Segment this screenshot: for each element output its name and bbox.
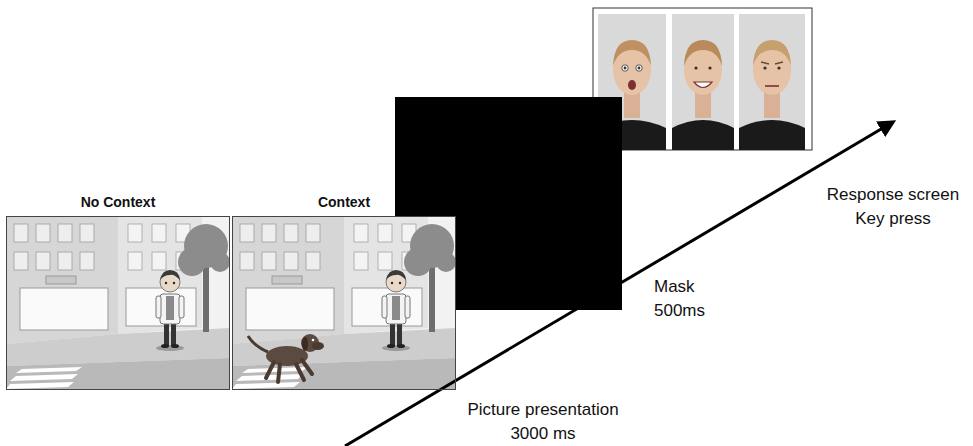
panel-heading-row: Context [233, 193, 455, 211]
picture-panel: Context [232, 216, 456, 390]
panel-heading: No Context [81, 194, 156, 210]
stage-label: Picture presentation 3000 ms [453, 398, 633, 446]
picture-panel: No Context [6, 216, 230, 390]
panel-heading-row: No Context [7, 193, 229, 211]
stage-label: Response screen Key press [818, 183, 968, 231]
panel-heading: Context [318, 194, 370, 210]
stage-label: Mask 500ms [654, 275, 718, 323]
